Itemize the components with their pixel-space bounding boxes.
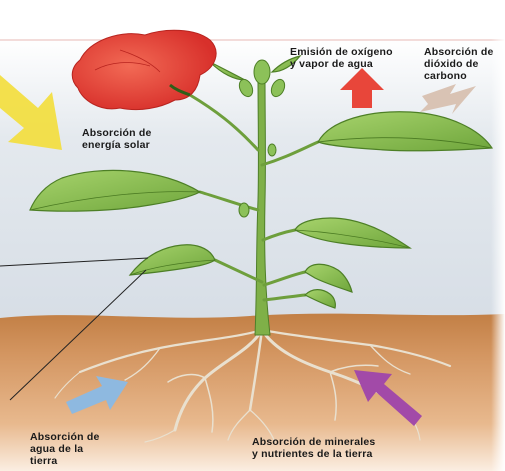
label-water-absorption: Absorción de agua de la tierra: [30, 431, 100, 467]
label-oxygen-emission: Emisión de oxígeno y vapor de agua: [290, 46, 393, 70]
label-minerals-absorption: Absorción de minerales y nutrientes de l…: [252, 436, 375, 460]
page-edge-fade: [491, 0, 505, 471]
label-co2-absorption: Absorción de dióxido de carbono: [424, 46, 494, 82]
label-solar-absorption: Absorción de energía solar: [82, 127, 152, 151]
